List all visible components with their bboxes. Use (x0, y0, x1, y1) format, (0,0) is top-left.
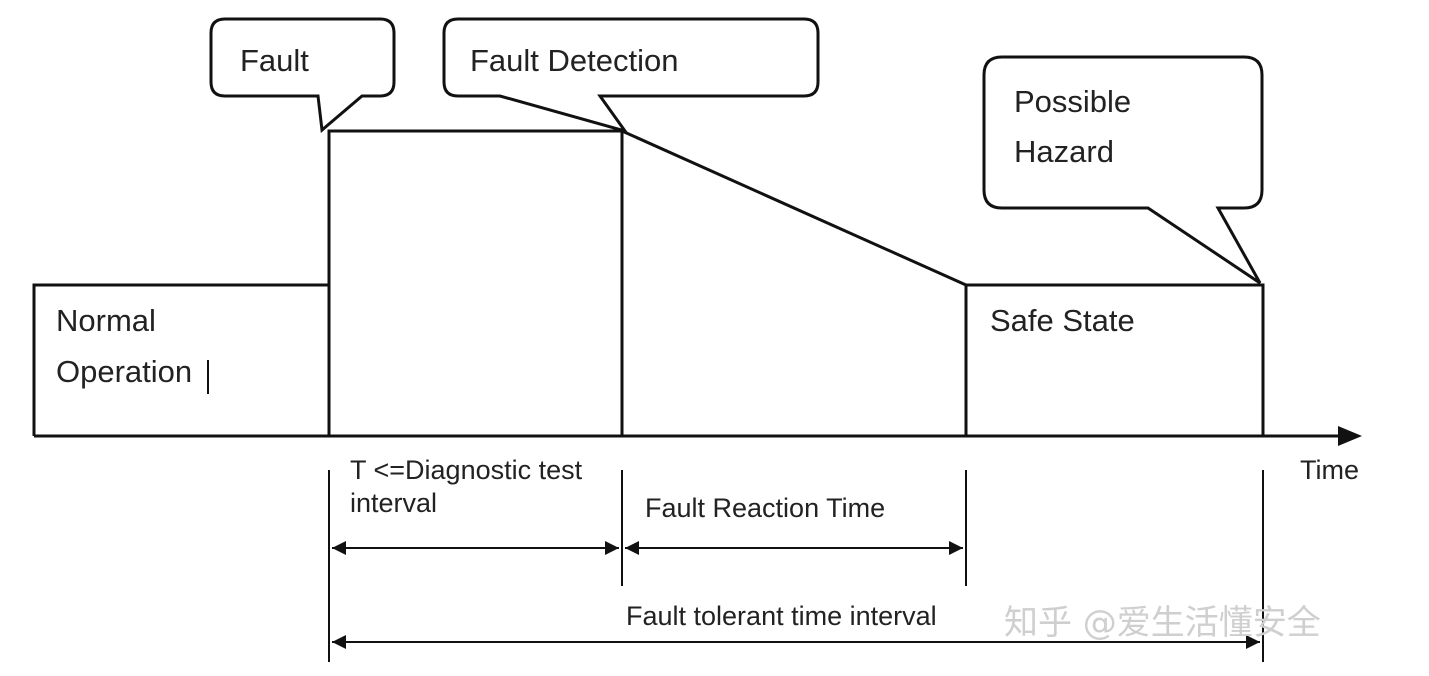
safe-state-box (966, 283, 1265, 436)
fault-callout (209, 17, 396, 133)
normal-operation-label-line1: Normal (56, 303, 156, 338)
time-axis-arrowhead (1338, 426, 1362, 446)
watermark: 知乎 @爱生活懂安全 (1004, 603, 1321, 643)
fault-callout-label: Fault (240, 43, 309, 78)
fault-detection-callout (442, 17, 820, 134)
diagnostic-interval-label-line2: interval (350, 488, 437, 518)
possible-hazard-callout (982, 55, 1264, 285)
normal-operation-label-line2: Operation (56, 354, 192, 389)
fault-detection-callout-label: Fault Detection (470, 43, 679, 78)
fault-reaction-slope (621, 129, 968, 436)
fault-state-block (327, 129, 624, 436)
fault-reaction-time-label: Fault Reaction Time (645, 493, 885, 523)
possible-hazard-label-line2: Hazard (1014, 134, 1114, 169)
possible-hazard-label-line1: Possible (1014, 84, 1131, 119)
fault-tolerant-interval-label: Fault tolerant time interval (626, 601, 937, 631)
diagnostic-interval-label-line1: T <=Diagnostic test (350, 455, 583, 485)
safe-state-label: Safe State (990, 303, 1135, 338)
time-axis-label: Time (1300, 455, 1359, 485)
